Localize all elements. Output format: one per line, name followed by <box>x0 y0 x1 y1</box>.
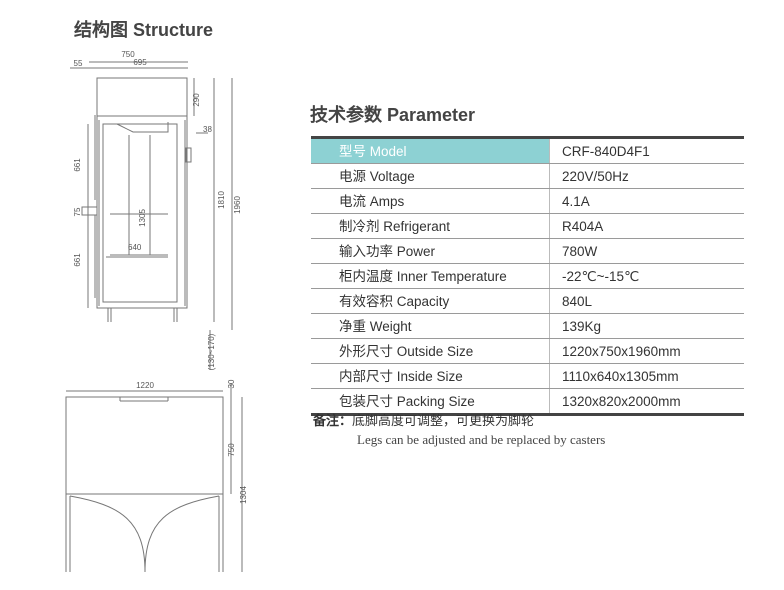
dim-75: 75 <box>73 207 82 216</box>
spec-value: 840L <box>549 288 744 314</box>
top-view-drawing <box>65 383 243 573</box>
table-row: 制冷剂 Refrigerant R404A <box>311 213 744 239</box>
spec-label: 电源 Voltage <box>311 163 550 189</box>
note-text-chinese: 底脚高度可调整，可更换为脚轮 <box>352 413 535 428</box>
dim-38: 38 <box>203 125 212 134</box>
spec-label: 有效容积 Capacity <box>311 288 550 314</box>
dim-1810: 1810 <box>217 191 226 209</box>
spec-label: 输入功率 Power <box>311 238 550 264</box>
dim-750-top-view: 750 <box>227 443 236 457</box>
table-row: 输入功率 Power 780W <box>311 238 744 264</box>
dim-1960: 1960 <box>233 196 242 214</box>
side-view-drawing <box>70 61 233 370</box>
spec-label: 外形尺寸 Outside Size <box>311 338 550 364</box>
dim-290: 290 <box>192 93 201 107</box>
spec-label: 包装尺寸 Packing Size <box>311 388 550 416</box>
dim-661-bottom: 661 <box>73 253 82 267</box>
spec-label: 电流 Amps <box>311 188 550 214</box>
dim-661-top: 661 <box>73 158 82 172</box>
spec-label: 制冷剂 Refrigerant <box>311 213 550 239</box>
spec-value: -22℃~-15℃ <box>549 263 744 289</box>
spec-label: 型号 Model <box>311 136 550 164</box>
spec-value: CRF-840D4F1 <box>549 136 744 164</box>
note-english: Legs can be adjusted and be replaced by … <box>357 432 606 447</box>
spec-value: R404A <box>549 213 744 239</box>
spec-value: 139Kg <box>549 313 744 339</box>
table-row: 外形尺寸 Outside Size 1220x750x1960mm <box>311 338 744 364</box>
dim-1220: 1220 <box>136 381 154 390</box>
spec-value: 1220x750x1960mm <box>549 338 744 364</box>
spec-value: 1320x820x2000mm <box>549 388 744 416</box>
spec-value: 780W <box>549 238 744 264</box>
dim-695: 695 <box>133 58 147 67</box>
dim-750: 750 <box>121 50 135 59</box>
spec-table: 型号 Model CRF-840D4F1 电源 Voltage 220V/50H… <box>311 136 744 416</box>
table-row: 电流 Amps 4.1A <box>311 188 744 214</box>
spec-label: 内部尺寸 Inside Size <box>311 363 550 389</box>
table-row: 包装尺寸 Packing Size 1320x820x2000mm <box>311 388 744 416</box>
spec-value: 4.1A <box>549 188 744 214</box>
note-prefix: 备注： <box>313 413 353 428</box>
dim-legs: (130~170) <box>207 333 216 370</box>
side-view-dimensions: 750 695 55 38 640 290 661 75 661 1305 18… <box>73 50 242 370</box>
table-row: 净重 Weight 139Kg <box>311 313 744 339</box>
table-row: 有效容积 Capacity 840L <box>311 288 744 314</box>
top-view-dimensions: 1220 30 750 1304 <box>136 379 248 504</box>
table-row: 内部尺寸 Inside Size 1110x640x1305mm <box>311 363 744 389</box>
structure-title: 结构图 Structure <box>74 20 214 40</box>
spec-value: 1110x640x1305mm <box>549 363 744 389</box>
spec-label: 净重 Weight <box>311 313 550 339</box>
dim-55: 55 <box>74 59 83 68</box>
spec-value: 220V/50Hz <box>549 163 744 189</box>
dim-1305: 1305 <box>138 209 147 227</box>
dim-1304: 1304 <box>239 486 248 504</box>
dim-30: 30 <box>227 379 236 388</box>
parameter-title: 技术参数 Parameter <box>310 105 476 125</box>
table-row: 柜内温度 Inner Temperature -22℃~-15℃ <box>311 263 744 289</box>
table-row: 电源 Voltage 220V/50Hz <box>311 163 744 189</box>
table-row: 型号 Model CRF-840D4F1 <box>311 136 744 164</box>
note-chinese: 备注：底脚高度可调整，可更换为脚轮 <box>313 410 534 429</box>
dim-640: 640 <box>128 243 142 252</box>
spec-label: 柜内温度 Inner Temperature <box>311 263 550 289</box>
